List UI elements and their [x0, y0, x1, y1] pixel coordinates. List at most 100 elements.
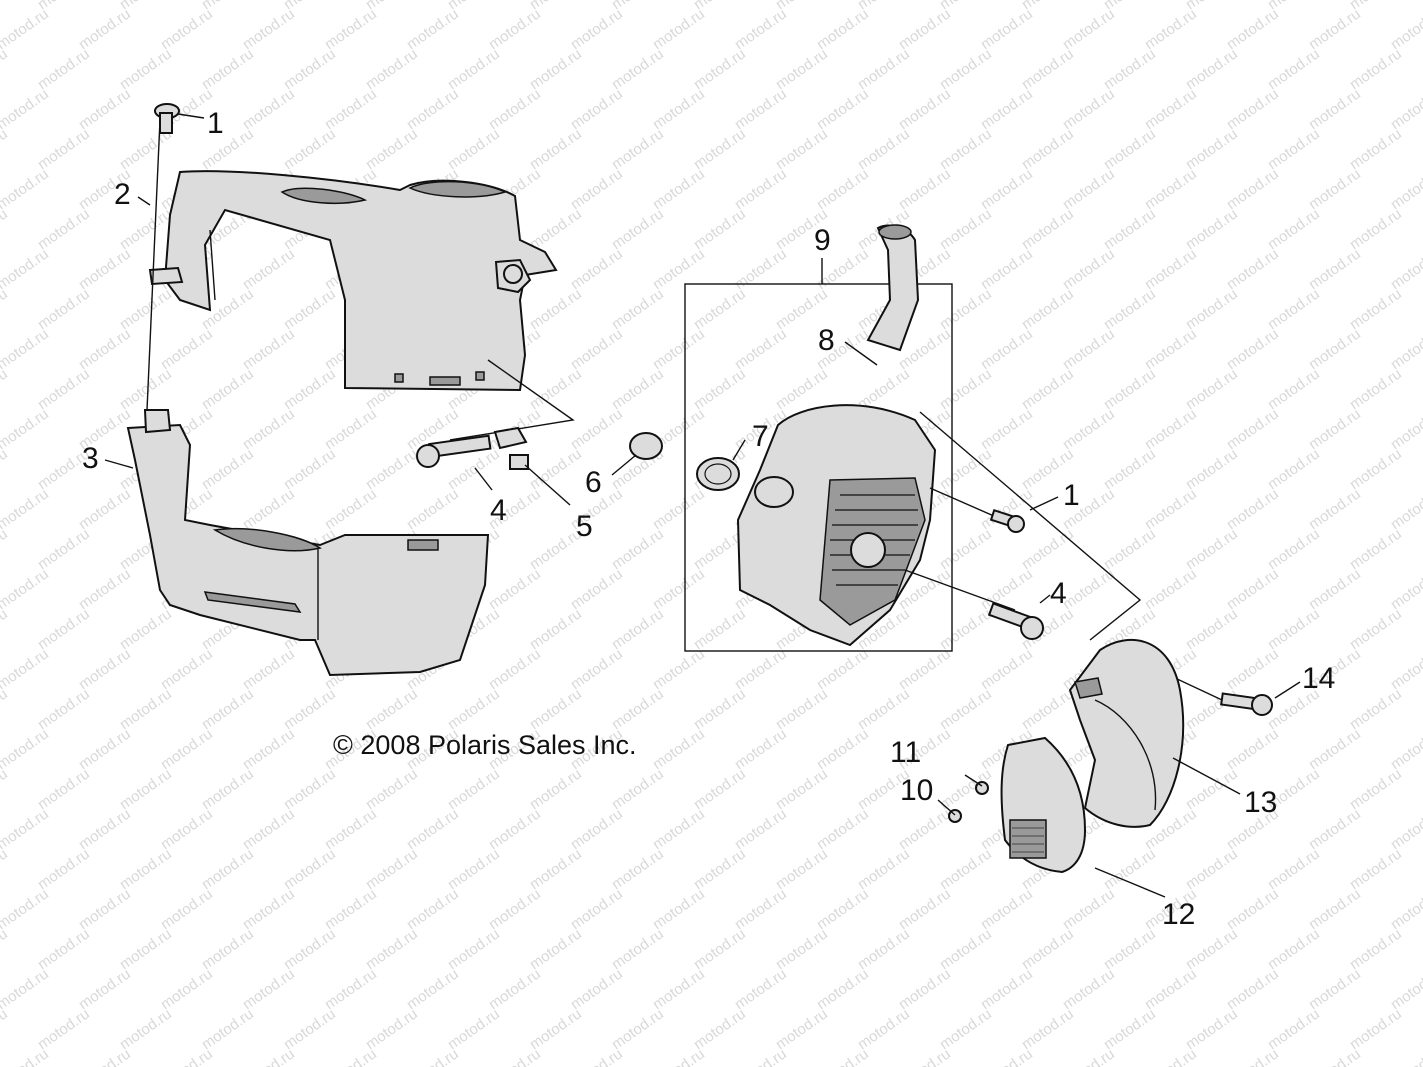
watermark-text: motod.ru: [158, 965, 216, 1013]
watermark-text: motod.ru: [486, 565, 544, 613]
watermark-text: motod.ru: [937, 525, 995, 573]
watermark-text: motod.ru: [199, 685, 257, 733]
duct-8: [866, 224, 920, 352]
watermark-text: motod.ru: [1060, 965, 1118, 1013]
watermark-text: motod.ru: [691, 605, 749, 653]
watermark-text: motod.ru: [117, 925, 175, 973]
watermark-text: motod.ru: [486, 5, 544, 53]
watermark-text: motod.ru: [691, 365, 749, 413]
watermark-text: motod.ru: [937, 605, 995, 653]
watermark-text: motod.ru: [568, 245, 626, 293]
watermark-text: motod.ru: [1183, 285, 1241, 333]
watermark-text: motod.ru: [814, 165, 872, 213]
watermark-text: motod.ru: [445, 685, 503, 733]
watermark-text: motod.ru: [1142, 565, 1200, 613]
watermark-text: motod.ru: [855, 125, 913, 173]
watermark-text: motod.ru: [650, 5, 708, 53]
watermark-text: motod.ru: [609, 45, 667, 93]
watermark-text: motod.ru: [117, 285, 175, 333]
callout-2: 2: [114, 178, 131, 211]
watermark-text: motod.ru: [773, 125, 831, 173]
callout-12: 12: [1162, 898, 1195, 931]
watermark-text: motod.ru: [1347, 605, 1405, 653]
watermark-text: motod.ru: [650, 165, 708, 213]
watermark-text: motod.ru: [527, 685, 585, 733]
watermark-text: motod.ru: [978, 165, 1036, 213]
watermark-text: motod.ru: [1060, 245, 1118, 293]
watermark-text: motod.ru: [609, 605, 667, 653]
watermark-text: motod.ru: [1019, 685, 1077, 733]
watermark-text: motod.ru: [1347, 525, 1405, 573]
watermark-text: motod.ru: [281, 685, 339, 733]
watermark-text: motod.ru: [732, 325, 790, 373]
watermark-text: motod.ru: [732, 805, 790, 853]
watermark-text: motod.ru: [896, 805, 954, 853]
watermark-text: motod.ru: [240, 725, 298, 773]
watermark-text: motod.ru: [240, 485, 298, 533]
watermark-text: motod.ru: [486, 965, 544, 1013]
watermark-text: motod.ru: [855, 685, 913, 733]
watermark-text: motod.ru: [76, 85, 134, 133]
watermark-text: motod.ru: [855, 45, 913, 93]
watermark-text: motod.ru: [363, 1005, 421, 1053]
watermark-text: motod.ru: [1306, 885, 1364, 933]
watermark-text: motod.ru: [1306, 805, 1364, 853]
watermark-text: motod.ru: [35, 765, 93, 813]
watermark-text: motod.ru: [486, 645, 544, 693]
watermark-text: motod.ru: [568, 405, 626, 453]
watermark-text: motod.ru: [896, 5, 954, 53]
watermark-text: motod.ru: [896, 1045, 954, 1067]
watermark-text: motod.ru: [363, 925, 421, 973]
watermark-text: motod.ru: [0, 85, 52, 133]
watermark-text: motod.ru: [650, 965, 708, 1013]
watermark-text: motod.ru: [1183, 445, 1241, 493]
watermark-text: motod.ru: [609, 845, 667, 893]
watermark-text: motod.ru: [609, 1005, 667, 1053]
watermark-text: motod.ru: [76, 325, 134, 373]
watermark-text: motod.ru: [486, 85, 544, 133]
watermark-text: motod.ru: [281, 125, 339, 173]
watermark-text: motod.ru: [363, 765, 421, 813]
watermark-text: motod.ru: [1101, 125, 1159, 173]
watermark-text: motod.ru: [1060, 885, 1118, 933]
watermark-text: motod.ru: [240, 1045, 298, 1067]
watermark-text: motod.ru: [199, 45, 257, 93]
watermark-text: motod.ru: [1183, 125, 1241, 173]
watermark-text: motod.ru: [732, 165, 790, 213]
watermark-text: motod.ru: [35, 285, 93, 333]
watermark-text: motod.ru: [240, 405, 298, 453]
callout-3: 3: [82, 442, 99, 475]
grommet-7: [696, 457, 740, 491]
watermark-text: motod.ru: [568, 325, 626, 373]
watermark-text: motod.ru: [240, 805, 298, 853]
watermark-text: motod.ru: [691, 125, 749, 173]
watermark-text: motod.ru: [0, 1005, 11, 1053]
watermark-text: motod.ru: [1142, 5, 1200, 53]
watermark-text: motod.ru: [1019, 365, 1077, 413]
bolt-4-right: [987, 602, 1044, 640]
watermark-text: motod.ru: [0, 285, 11, 333]
callout-10: 10: [900, 774, 933, 807]
watermark-text: motod.ru: [0, 885, 52, 933]
watermark-text: motod.ru: [609, 125, 667, 173]
watermark-text: motod.ru: [527, 605, 585, 653]
watermark-text: motod.ru: [1101, 1005, 1159, 1053]
watermark-text: motod.ru: [322, 885, 380, 933]
watermark-text: motod.ru: [35, 1005, 93, 1053]
watermark-text: motod.ru: [158, 1045, 216, 1067]
watermark-text: motod.ru: [1060, 165, 1118, 213]
watermark-text: motod.ru: [568, 1045, 626, 1067]
watermark-text: motod.ru: [35, 125, 93, 173]
watermark-text: motod.ru: [76, 965, 134, 1013]
watermark-text: motod.ru: [896, 165, 954, 213]
watermark-text: motod.ru: [404, 5, 462, 53]
watermark-text: motod.ru: [855, 925, 913, 973]
watermark-text: motod.ru: [1306, 725, 1364, 773]
watermark-text: motod.ru: [1142, 165, 1200, 213]
watermark-text: motod.ru: [773, 1005, 831, 1053]
watermark-text: motod.ru: [568, 885, 626, 933]
watermark-text: motod.ru: [363, 45, 421, 93]
watermark-text: motod.ru: [404, 965, 462, 1013]
watermark-text: motod.ru: [1347, 45, 1405, 93]
watermark-text: motod.ru: [1019, 285, 1077, 333]
